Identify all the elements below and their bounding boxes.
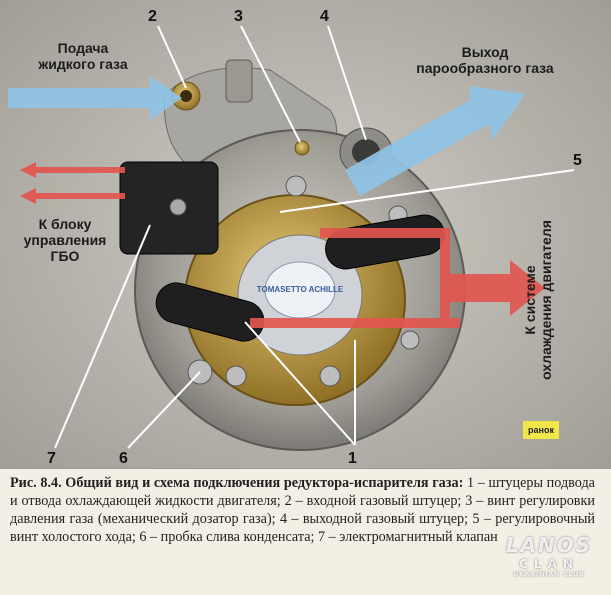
club-watermark-logo: LANOS CLAN UKRAINIAN CLUB: [499, 533, 599, 589]
callout-7: 7: [47, 450, 56, 467]
to-cooling-label: К системе охлаждения двигателя: [522, 220, 554, 380]
publisher-logo: ранок: [523, 421, 559, 439]
reducer-photo: TOMASETTO ACHILLE: [0, 0, 611, 469]
callout-6: 6: [119, 450, 128, 467]
liquid-gas-in-label: Подача жидкого газа: [38, 40, 128, 72]
watermark-line1: LANOS: [505, 533, 593, 557]
callout-2: 2: [148, 8, 157, 25]
callout-4: 4: [320, 8, 329, 25]
watermark-line3: UKRAINIAN CLUB: [513, 571, 585, 578]
arrows-gas: [8, 76, 525, 196]
caption-title: Рис. 8.4. Общий вид и схема подключения …: [10, 475, 464, 491]
watermark-line2: CLAN: [519, 557, 579, 571]
to-ecu-label: К блоку управления ГБО: [23, 216, 107, 264]
callout-1: 1: [348, 450, 357, 467]
figure-caption: Рис. 8.4. Общий вид и схема подключения …: [10, 474, 595, 546]
callout-lines: [54, 25, 575, 449]
arrows-electric-coolant: [20, 162, 545, 328]
callout-5: 5: [573, 152, 582, 169]
device-logo-text: TOMASETTO ACHILLE: [257, 285, 344, 294]
vapor-gas-out-label: Выход парообразного газа: [416, 44, 554, 76]
callout-3: 3: [234, 8, 243, 25]
reducer-illustration: TOMASETTO ACHILLE: [0, 0, 611, 468]
caption-body: 1 – штуцеры подвода и отвода охлаждающей…: [10, 475, 595, 545]
